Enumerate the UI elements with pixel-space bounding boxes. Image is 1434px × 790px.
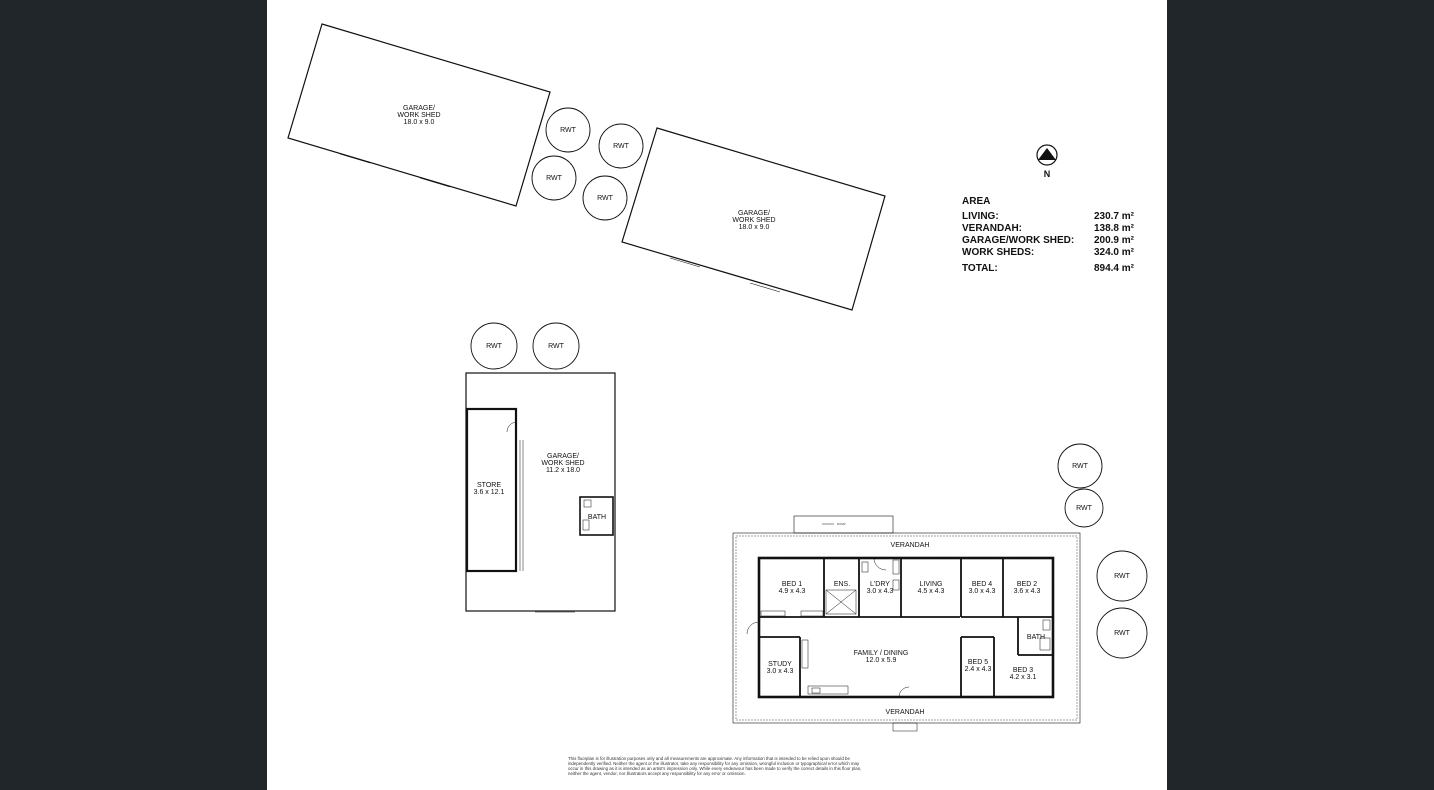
rwt-7 <box>1057 443 1103 489</box>
room-bed2-dims: 3.6 x 4.3 <box>1014 588 1041 595</box>
rwt-5 <box>470 322 518 370</box>
room-family-dims: 12.0 x 5.9 <box>866 657 897 664</box>
room-ens: ENS. <box>834 581 850 588</box>
rwt-3 <box>531 155 577 201</box>
shed-2: GARAGE/ WORK SHED 18.0 x 9.0 <box>621 127 886 311</box>
rwt-label: RWT <box>597 195 614 202</box>
area-row-label: WORK SHEDS: <box>962 247 1035 258</box>
compass-label: N <box>1044 169 1051 179</box>
shed-1-name2: WORK SHED <box>397 112 440 119</box>
rwt-label: RWT <box>486 343 503 350</box>
room-bed3: BED 3 <box>1013 667 1033 674</box>
rwt-9 <box>1096 550 1148 602</box>
area-row-value: 138.8 m² <box>1093 223 1134 234</box>
shed-2-name2: WORK SHED <box>732 217 775 224</box>
area-title: AREA <box>962 196 991 207</box>
floorplan-sheet <box>267 0 1167 790</box>
rwt-label: RWT <box>1114 573 1131 580</box>
shed-1-dims: 18.0 x 9.0 <box>404 119 435 126</box>
shed-1-name: GARAGE/ <box>403 105 435 112</box>
store-label: STORE <box>477 482 501 489</box>
room-study-dims: 3.0 x 4.3 <box>767 668 794 675</box>
shed-1: GARAGE/ WORK SHED 18.0 x 9.0 <box>287 23 551 207</box>
rwt-label: RWT <box>548 343 565 350</box>
area-total-label: TOTAL: <box>962 263 998 274</box>
ramp-label: RAMP <box>837 522 846 526</box>
room-ldry-dims: 3.0 x 4.3 <box>867 588 894 595</box>
rwt-label: RWT <box>546 175 563 182</box>
store-room <box>465 407 518 573</box>
rwt-label: RWT <box>613 143 630 150</box>
area-row-value: 200.9 m² <box>1093 235 1134 246</box>
rwt-8 <box>1064 488 1104 528</box>
room-bed4-dims: 3.0 x 4.3 <box>969 588 996 595</box>
area-row-value: 230.7 m² <box>1093 211 1134 222</box>
disclaimer-text: This floorplan is for illustration purpo… <box>568 756 862 776</box>
verandah-top-label: VERANDAH <box>891 542 930 549</box>
shed-3: STORE 3.6 x 12.1 GARAGE/ WORK SHED 11.2 … <box>465 372 616 613</box>
area-row-value: 324.0 m² <box>1093 247 1134 258</box>
area-row: VERANDAH: 138.8 m² <box>962 223 1134 235</box>
shed-bath-label: BATH <box>588 514 606 521</box>
house-walls <box>757 556 1055 699</box>
shed-2-dims: 18.0 x 9.0 <box>739 224 770 231</box>
room-ldry: L'DRY <box>870 581 890 588</box>
verandah-bottom-label: VERANDAH <box>886 709 925 716</box>
rwt-2 <box>598 123 644 169</box>
room-family: FAMILY / DINING <box>854 650 909 657</box>
room-bed1: BED 1 <box>782 581 802 588</box>
rwt-10 <box>1096 607 1148 659</box>
area-row: GARAGE/WORK SHED: 200.9 m² <box>962 235 1134 247</box>
rwt-label: RWT <box>1114 630 1131 637</box>
rwt-4 <box>582 175 628 221</box>
rwt-1 <box>545 107 591 153</box>
rwt-6 <box>532 322 580 370</box>
shed-3-name: GARAGE/ <box>547 453 579 460</box>
shed-3-name2: WORK SHED <box>541 460 584 467</box>
room-study: STUDY <box>768 661 792 668</box>
area-row-label: LIVING: <box>962 211 999 222</box>
shed-3-dims: 11.2 x 18.0 <box>546 467 580 474</box>
room-bed2: BED 2 <box>1017 581 1037 588</box>
room-bath: BATH <box>1027 634 1045 641</box>
area-total-value: 894.4 m² <box>1093 263 1134 274</box>
room-bed3-dims: 4.2 x 3.1 <box>1010 674 1037 681</box>
room-living: LIVING <box>920 581 943 588</box>
house: RAMP <box>732 515 1081 732</box>
room-bed1-dims: 4.9 x 4.3 <box>779 588 806 595</box>
area-total-row: TOTAL: 894.4 m² <box>962 263 1134 275</box>
room-bed4: BED 4 <box>972 581 992 588</box>
room-bed5-dims: 2.4 x 4.3 <box>965 666 992 673</box>
rainwater-tanks <box>470 107 1148 659</box>
rwt-label: RWT <box>560 127 577 134</box>
rwt-label: RWT <box>1072 463 1089 470</box>
area-row-label: GARAGE/WORK SHED: <box>962 235 1075 246</box>
rwt-label: RWT <box>1076 505 1093 512</box>
room-living-dims: 4.5 x 4.3 <box>918 588 945 595</box>
north-arrow-icon: N <box>1036 144 1058 179</box>
shed-bath <box>579 496 614 536</box>
verandah <box>732 532 1081 724</box>
area-row: WORK SHEDS: 324.0 m² <box>962 247 1134 259</box>
area-row-label: VERANDAH: <box>962 223 1022 234</box>
store-dims: 3.6 x 12.1 <box>474 489 505 496</box>
room-bed5: BED 5 <box>968 659 988 666</box>
shed-2-name: GARAGE/ <box>738 210 770 217</box>
area-row: LIVING: 230.7 m² <box>962 211 1134 223</box>
